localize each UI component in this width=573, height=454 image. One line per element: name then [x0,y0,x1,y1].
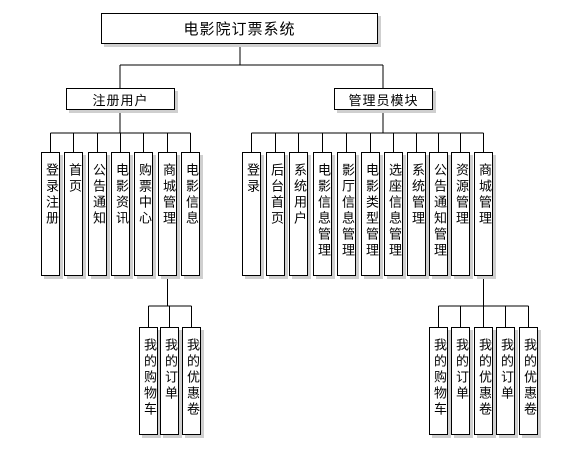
admin-mall-item: 我的优惠卷 [474,327,493,435]
admin-module-label: 系统管理 [409,163,424,227]
admin-module-label: 登录 [244,163,259,195]
admin-module: 商城管理 [474,152,493,276]
admin-module: 系统用户 [289,152,308,276]
root-title: 电影院订票系统 [183,20,296,38]
admin-module-label: 系统用户 [291,163,306,227]
user-module-label: 电影资讯 [113,163,128,227]
admin-mall-item: 我的优惠卷 [519,327,538,435]
user-mall-item: 我的购物车 [139,327,158,435]
admin-mall-item: 我的订单 [451,327,470,435]
user-module: 公告通知 [88,152,107,276]
admin-mall-item: 我的订单 [496,327,515,435]
user-module-label: 公告通知 [90,163,105,227]
group-user-label: 注册用户 [92,93,149,109]
user-module: 登录注册 [41,152,60,276]
admin-module-label: 后台首页 [268,163,283,227]
user-module-label: 电影信息 [183,163,198,227]
admin-module-label: 电影类型管理 [363,163,378,259]
admin-mall-item-label: 我的购物车 [431,338,446,418]
admin-module: 影厅信息管理 [337,152,356,276]
group-admin-label: 管理员模块 [348,93,419,109]
admin-mall-item-label: 我的优惠卷 [476,338,491,418]
admin-module: 系统管理 [407,152,426,276]
admin-mall-item-label: 我的订单 [453,338,468,402]
user-mall-item: 我的优惠卷 [182,327,201,435]
user-module: 电影资讯 [111,152,130,276]
admin-module: 电影信息管理 [313,152,332,276]
admin-mall-item: 我的购物车 [429,327,448,435]
admin-module-label: 商城管理 [476,163,491,227]
admin-module-label: 选座信息管理 [386,163,401,259]
root-node: 电影院订票系统 [101,13,378,44]
user-module: 商城管理 [158,152,177,276]
user-module: 购票中心 [134,152,153,276]
user-module: 首页 [64,152,83,276]
admin-module-label: 资源管理 [453,163,468,227]
user-mall-item: 我的订单 [160,327,179,435]
admin-module: 资源管理 [451,152,470,276]
user-module-label: 登录注册 [43,163,58,227]
admin-module: 登录 [242,152,261,276]
admin-module: 选座信息管理 [384,152,403,276]
admin-module: 公告通知管理 [429,152,448,276]
group-user-node: 注册用户 [66,88,175,110]
admin-module: 电影类型管理 [361,152,380,276]
user-mall-item-label: 我的优惠卷 [184,338,199,418]
admin-module: 后台首页 [266,152,285,276]
admin-mall-item-label: 我的优惠卷 [521,338,536,418]
admin-module-label: 影厅信息管理 [339,163,354,259]
admin-module-label: 公告通知管理 [431,163,446,259]
admin-module-label: 电影信息管理 [315,163,330,259]
user-module-label: 购票中心 [136,163,151,227]
user-module-label: 首页 [66,163,81,195]
user-module: 电影信息 [181,152,200,276]
admin-mall-item-label: 我的订单 [498,338,513,402]
user-module-label: 商城管理 [160,163,175,227]
group-admin-node: 管理员模块 [334,88,433,110]
user-mall-item-label: 我的订单 [162,338,177,402]
user-mall-item-label: 我的购物车 [141,338,156,418]
